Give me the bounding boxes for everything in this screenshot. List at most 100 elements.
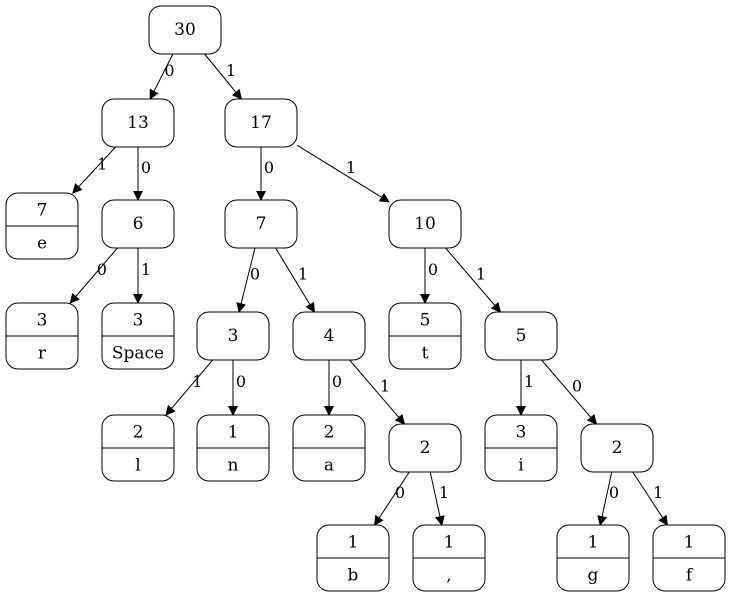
edge-label: 1 bbox=[380, 377, 390, 396]
edge-arrow bbox=[541, 359, 598, 425]
edge-label: 0 bbox=[332, 372, 342, 391]
internal-node-n10: 10 bbox=[388, 199, 462, 249]
node-symbol: r bbox=[38, 344, 47, 364]
node-weight: 4 bbox=[324, 326, 335, 346]
edge-label: 1 bbox=[653, 483, 663, 502]
edge-n10-t: 0 bbox=[420, 248, 438, 304]
internal-node-n5: 5 bbox=[484, 311, 558, 361]
edge-n17-n10: 1 bbox=[296, 144, 390, 203]
node-box bbox=[292, 311, 366, 361]
edge-label: 1 bbox=[476, 265, 486, 284]
internal-node-n7: 7 bbox=[224, 199, 298, 249]
edge-n6-r: 0 bbox=[69, 247, 118, 304]
edge-label: 0 bbox=[609, 483, 619, 502]
edge-n5-i: 1 bbox=[516, 360, 534, 416]
node-weight: 7 bbox=[256, 214, 267, 234]
edge-label: 0 bbox=[264, 158, 274, 177]
edge-label: 1 bbox=[439, 483, 449, 502]
node-weight: 3 bbox=[37, 311, 48, 331]
edge-arrow bbox=[72, 146, 116, 194]
node-weight: 7 bbox=[37, 201, 48, 221]
edge-n7-n3: 0 bbox=[236, 247, 260, 313]
edge-n2a-b: 0 bbox=[374, 471, 410, 526]
node-weight: 5 bbox=[420, 311, 431, 331]
node-symbol: , bbox=[446, 566, 451, 586]
node-weight: 1 bbox=[588, 533, 599, 553]
edge-label: 0 bbox=[250, 265, 260, 284]
leaf-node-a: 2a bbox=[292, 414, 366, 482]
leaf-node-i: 3i bbox=[484, 414, 558, 482]
edge-arrow bbox=[236, 247, 256, 313]
leaf-node-t: 5t bbox=[388, 302, 462, 370]
edge-label: 1 bbox=[97, 155, 107, 174]
node-symbol: i bbox=[518, 456, 524, 476]
node-weight: 1 bbox=[348, 533, 359, 553]
node-weight: 6 bbox=[133, 214, 144, 234]
node-weight: 10 bbox=[414, 214, 436, 234]
edge-n4-n2a: 1 bbox=[349, 359, 406, 425]
node-symbol: g bbox=[588, 566, 599, 586]
internal-node-n30: 30 bbox=[148, 5, 222, 55]
node-box bbox=[224, 98, 298, 148]
edge-label: 1 bbox=[298, 265, 308, 284]
edge-n10-n5: 1 bbox=[445, 247, 502, 313]
node-box bbox=[484, 311, 558, 361]
node-symbol: b bbox=[348, 566, 359, 586]
edge-arrow bbox=[204, 53, 243, 100]
node-weight: 17 bbox=[250, 113, 272, 133]
edge-label: 1 bbox=[192, 372, 202, 391]
edge-n7-n4: 1 bbox=[275, 247, 315, 313]
internal-node-n4: 4 bbox=[292, 311, 366, 361]
node-symbol: Space bbox=[112, 344, 164, 364]
node-weight: 2 bbox=[420, 438, 431, 458]
edge-arrow bbox=[374, 471, 410, 526]
edge-label: 1 bbox=[226, 61, 236, 80]
edge-arrow bbox=[597, 471, 613, 526]
edge-n2a-comma: 1 bbox=[429, 471, 449, 526]
edge-arrow bbox=[275, 247, 315, 313]
node-symbol: a bbox=[324, 456, 334, 476]
node-box bbox=[388, 199, 462, 249]
internal-node-n3: 3 bbox=[196, 311, 270, 361]
leaf-node-b: 1b bbox=[316, 524, 390, 592]
node-box bbox=[388, 423, 462, 473]
edge-n2b-f: 1 bbox=[632, 471, 668, 526]
node-box bbox=[148, 5, 222, 55]
edge-arrow bbox=[165, 359, 214, 416]
node-symbol: n bbox=[228, 456, 239, 476]
internal-node-n13: 13 bbox=[101, 98, 175, 148]
edge-n17-n7: 0 bbox=[256, 147, 274, 201]
edge-n30-n17: 1 bbox=[204, 53, 243, 100]
node-box bbox=[101, 199, 175, 249]
node-weight: 2 bbox=[133, 423, 144, 443]
internal-node-n2b: 2 bbox=[580, 423, 654, 473]
leaf-node-f: 1f bbox=[652, 524, 726, 592]
leaf-node-n: 1n bbox=[196, 414, 270, 482]
leaf-node-g: 1g bbox=[556, 524, 630, 592]
edge-label: 1 bbox=[141, 260, 151, 279]
edge-label: 0 bbox=[428, 260, 438, 279]
edge-arrow bbox=[296, 144, 390, 203]
leaf-node-comma: 1, bbox=[412, 524, 486, 592]
node-weight: 1 bbox=[228, 423, 239, 443]
leaf-node-l: 2l bbox=[101, 414, 175, 482]
node-weight: 2 bbox=[612, 438, 623, 458]
node-weight: 3 bbox=[516, 423, 527, 443]
internal-node-n2a: 2 bbox=[388, 423, 462, 473]
edge-arrow bbox=[429, 471, 445, 526]
node-symbol: f bbox=[686, 566, 694, 586]
leaf-node-r: 3r bbox=[5, 302, 79, 370]
edge-arrow bbox=[349, 359, 406, 425]
edge-label: 0 bbox=[572, 377, 582, 396]
node-weight: 30 bbox=[174, 20, 196, 40]
edge-label: 0 bbox=[141, 158, 151, 177]
edge-arrow bbox=[445, 247, 502, 313]
edge-label: 0 bbox=[164, 61, 174, 80]
edge-label: 1 bbox=[524, 372, 534, 391]
edge-n6-space: 1 bbox=[133, 248, 151, 304]
edge-n13-e: 1 bbox=[72, 146, 116, 194]
internal-node-n17: 17 bbox=[224, 98, 298, 148]
